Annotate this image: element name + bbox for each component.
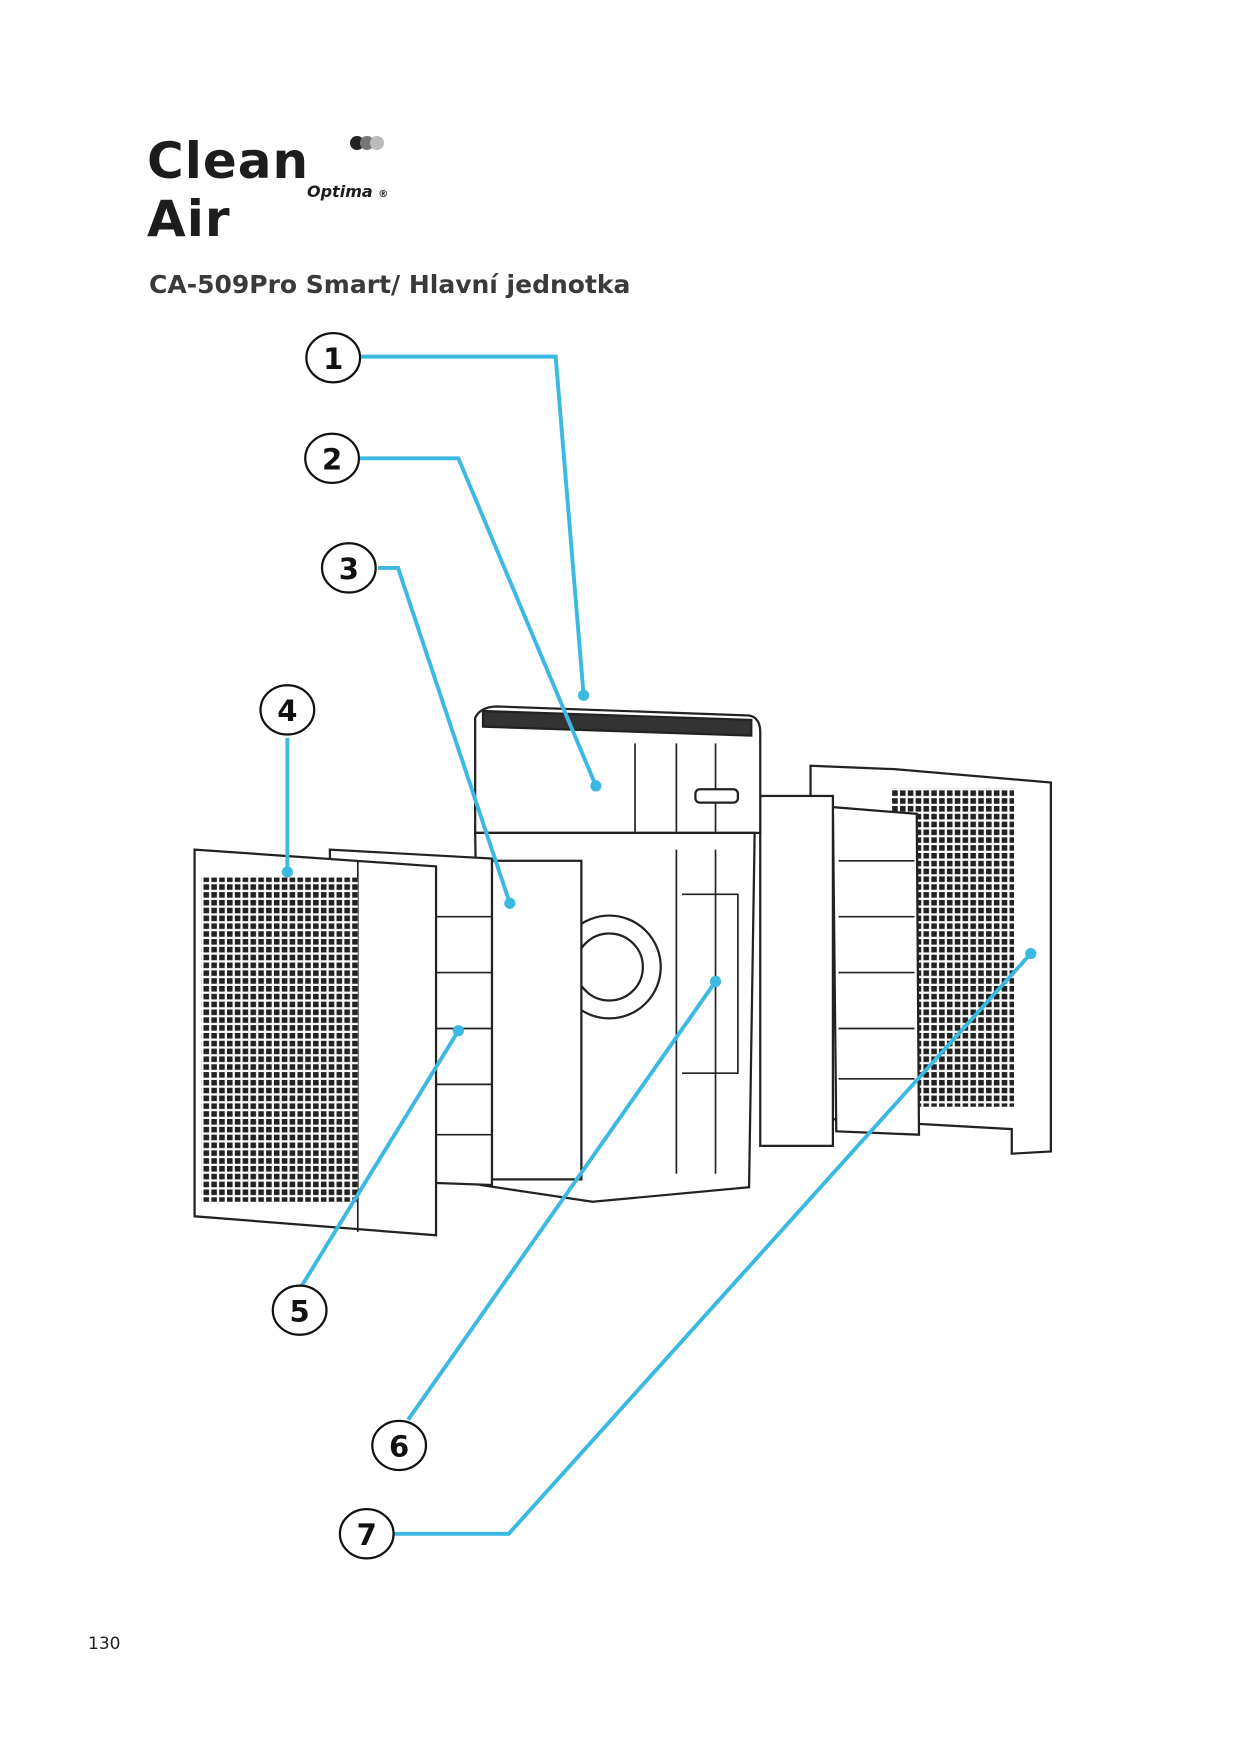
right-hepa-filter [759, 794, 835, 1147]
callout-4: 4 [259, 684, 316, 736]
svg-text:6: 6 [389, 1430, 409, 1464]
logo-brand: Clean Air [147, 132, 310, 248]
callout-line-2 [360, 456, 598, 787]
callout-dots [281, 689, 1037, 1037]
brand-logo: Clean Air Optima ® [147, 132, 407, 248]
hepa-filter [490, 859, 583, 1181]
callout-1: 1 [305, 332, 362, 384]
callout-5: 5 [271, 1284, 328, 1336]
svg-text:7: 7 [357, 1518, 377, 1552]
logo-sub: Optima ® [307, 182, 389, 201]
right-prefilter-frame [831, 805, 921, 1136]
page-number: 130 [88, 1634, 121, 1654]
svg-text:3: 3 [339, 552, 359, 586]
svg-text:5: 5 [290, 1294, 310, 1328]
callout-line-1 [361, 354, 586, 696]
callout-line-7 [393, 952, 1033, 1536]
svg-text:1: 1 [323, 342, 343, 376]
callout-2: 2 [304, 432, 361, 485]
left-front-panel [193, 848, 438, 1237]
callout-lines [285, 354, 1033, 1536]
svg-text:4: 4 [277, 694, 297, 728]
callout-line-6 [406, 980, 718, 1421]
logo-dots-icon [350, 136, 384, 150]
purifier-drawing [193, 705, 1053, 1237]
callout-line-5 [300, 1029, 461, 1287]
callout-line-3 [377, 565, 512, 904]
page-title: CA-509Pro Smart/ Hlavní jednotka [149, 270, 631, 299]
callout-6: 6 [371, 1419, 428, 1472]
callout-3: 3 [320, 542, 377, 594]
svg-text:2: 2 [322, 443, 342, 477]
callout-7: 7 [338, 1508, 395, 1560]
